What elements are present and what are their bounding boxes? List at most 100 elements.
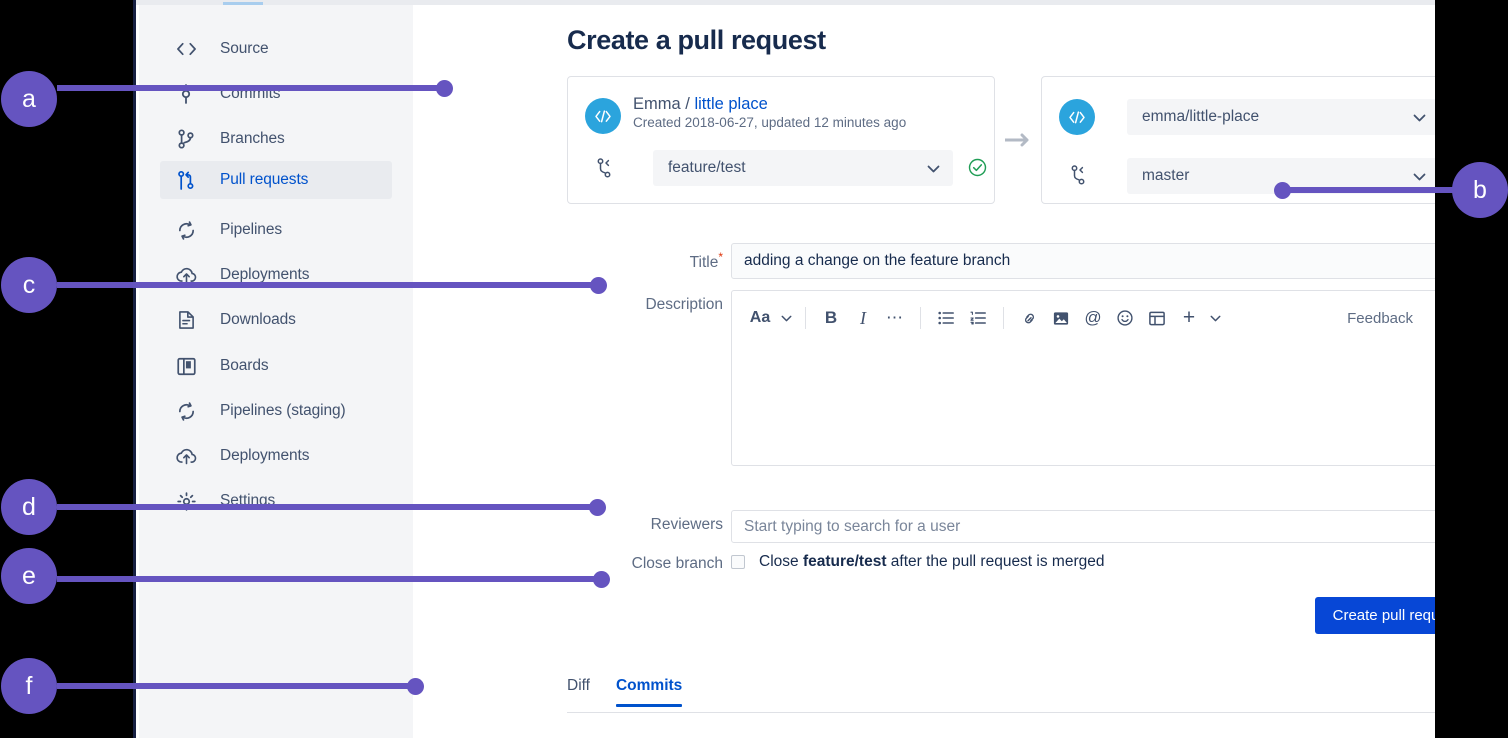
title-label: Title* (413, 250, 723, 272)
boards-icon (174, 354, 198, 378)
check-circle-icon (968, 158, 987, 177)
top-tab-strip (136, 0, 1435, 5)
title-input-value: adding a change on the feature branch (744, 252, 1011, 269)
callout-line-e (57, 576, 604, 582)
bottom-tabs: Diff Commits (567, 677, 708, 707)
callout-badge-e: e (1, 548, 57, 604)
callout-badge-c: c (1, 257, 57, 313)
sidebar-item-settings[interactable]: Settings (160, 482, 392, 520)
tab-diff[interactable]: Diff (567, 677, 590, 694)
callout-dot-e (593, 571, 610, 588)
numbered-list-icon[interactable] (964, 303, 992, 333)
callout-badge-b: b (1452, 162, 1508, 218)
sidebar-item-label: Source (220, 40, 269, 57)
source-branch-select[interactable]: feature/test (653, 150, 953, 186)
create-pull-request-button[interactable]: Create pull request (1315, 597, 1435, 634)
deployments-icon (174, 263, 198, 287)
code-avatar-icon (1059, 99, 1095, 135)
branch-icon (1067, 164, 1089, 186)
chevron-down-icon[interactable] (1207, 303, 1223, 333)
branch-icon (593, 157, 615, 179)
sidebar-item-source[interactable]: Source (160, 30, 392, 68)
tab-underline-remnant (223, 2, 263, 5)
sidebar-item-commits[interactable]: Commits (160, 75, 392, 113)
text-style-icon[interactable]: Aa (749, 309, 771, 326)
title-input[interactable]: adding a change on the feature branch (731, 243, 1435, 279)
mention-icon[interactable]: @ (1084, 308, 1102, 327)
chevron-down-icon[interactable] (778, 303, 794, 333)
source-branch-card: Emma / little place Created 2018-06-27, … (567, 76, 995, 204)
callout-dot-d (589, 499, 606, 516)
toolbar-divider (1003, 307, 1004, 329)
required-asterisk: * (718, 250, 723, 264)
bulleted-list-icon[interactable] (932, 303, 960, 333)
arrow-right-icon (1003, 133, 1033, 147)
sidebar-item-label: Downloads (220, 311, 296, 328)
chevron-down-icon (1413, 110, 1426, 125)
code-icon (174, 37, 198, 61)
title-label-text: Title (689, 254, 719, 272)
sidebar-item-pipelines-staging[interactable]: Pipelines (staging) (160, 392, 392, 430)
chevron-down-icon (1413, 169, 1426, 184)
sidebar-item-pipelines[interactable]: Pipelines (160, 211, 392, 249)
tab-commits[interactable]: Commits (615, 677, 683, 707)
sidebar-item-label: Boards (220, 357, 269, 374)
repo-owner: Emma (633, 95, 681, 113)
close-branch-row: Close feature/test after the pull reques… (731, 553, 1104, 571)
sidebar-item-label: Pull requests (220, 171, 309, 188)
link-icon[interactable] (1015, 303, 1043, 333)
chevron-down-icon (927, 161, 940, 176)
close-branch-suffix: after the pull request is merged (886, 553, 1105, 570)
callout-dot-c (590, 277, 607, 294)
table-icon[interactable] (1143, 303, 1171, 333)
callout-line-b (1284, 187, 1454, 193)
image-icon[interactable] (1047, 303, 1075, 333)
feedback-link[interactable]: Feedback (1347, 309, 1413, 327)
pipelines-icon (174, 399, 198, 423)
reviewers-label: Reviewers (650, 516, 723, 533)
callout-dot-b (1274, 182, 1291, 199)
editor-toolbar: Aa B I ⋯ (732, 291, 1435, 345)
insert-plus-icon[interactable]: + (1182, 306, 1196, 329)
sidebar-item-deployments[interactable]: Deployments (160, 256, 392, 294)
sidebar-item-boards[interactable]: Boards (160, 347, 392, 385)
repo-meta: Created 2018-06-27, updated 12 minutes a… (633, 115, 907, 130)
deployments-icon (174, 444, 198, 468)
emoji-icon[interactable] (1111, 303, 1139, 333)
sidebar-item-pull-requests[interactable]: Pull requests (160, 161, 392, 199)
description-editor[interactable]: Aa B I ⋯ (731, 290, 1435, 466)
destination-branch-value: master (1142, 167, 1190, 184)
pull-request-icon (174, 168, 198, 192)
close-branch-text: Close feature/test after the pull reques… (759, 553, 1104, 571)
bold-icon[interactable]: B (824, 308, 838, 327)
sidebar-item-deployments[interactable]: Deployments (160, 437, 392, 475)
callout-badge-a: a (1, 71, 57, 127)
destination-repo-value: emma/little-place (1142, 108, 1260, 125)
tabs-divider (567, 712, 1435, 713)
sidebar-item-downloads[interactable]: Downloads (160, 301, 392, 339)
reviewers-placeholder: Start typing to search for a user (744, 517, 961, 535)
callout-badge-d: d (1, 479, 57, 535)
destination-repo-select[interactable]: emma/little-place (1127, 99, 1435, 135)
repo-title: Emma / little place (633, 95, 768, 114)
callout-line-d (57, 504, 600, 510)
callout-line-c (57, 282, 602, 288)
callout-line-f (57, 683, 417, 689)
sidebar-item-branches[interactable]: Branches (160, 120, 392, 158)
close-branch-label: Close branch (631, 555, 723, 572)
pipelines-icon (174, 218, 198, 242)
toolbar-divider (805, 307, 806, 329)
code-avatar-icon (585, 98, 621, 134)
destination-branch-card: emma/little-place (1041, 76, 1435, 204)
source-branch-value: feature/test (668, 159, 746, 176)
italic-icon[interactable]: I (860, 307, 866, 328)
toolbar-divider (920, 307, 921, 329)
repo-name-link[interactable]: little place (694, 95, 768, 113)
sidebar-item-label: Pipelines (staging) (220, 402, 346, 419)
close-branch-checkbox[interactable] (731, 555, 745, 569)
more-formatting-icon[interactable]: ⋯ (886, 308, 904, 327)
reviewers-input[interactable]: Start typing to search for a user (731, 510, 1435, 543)
